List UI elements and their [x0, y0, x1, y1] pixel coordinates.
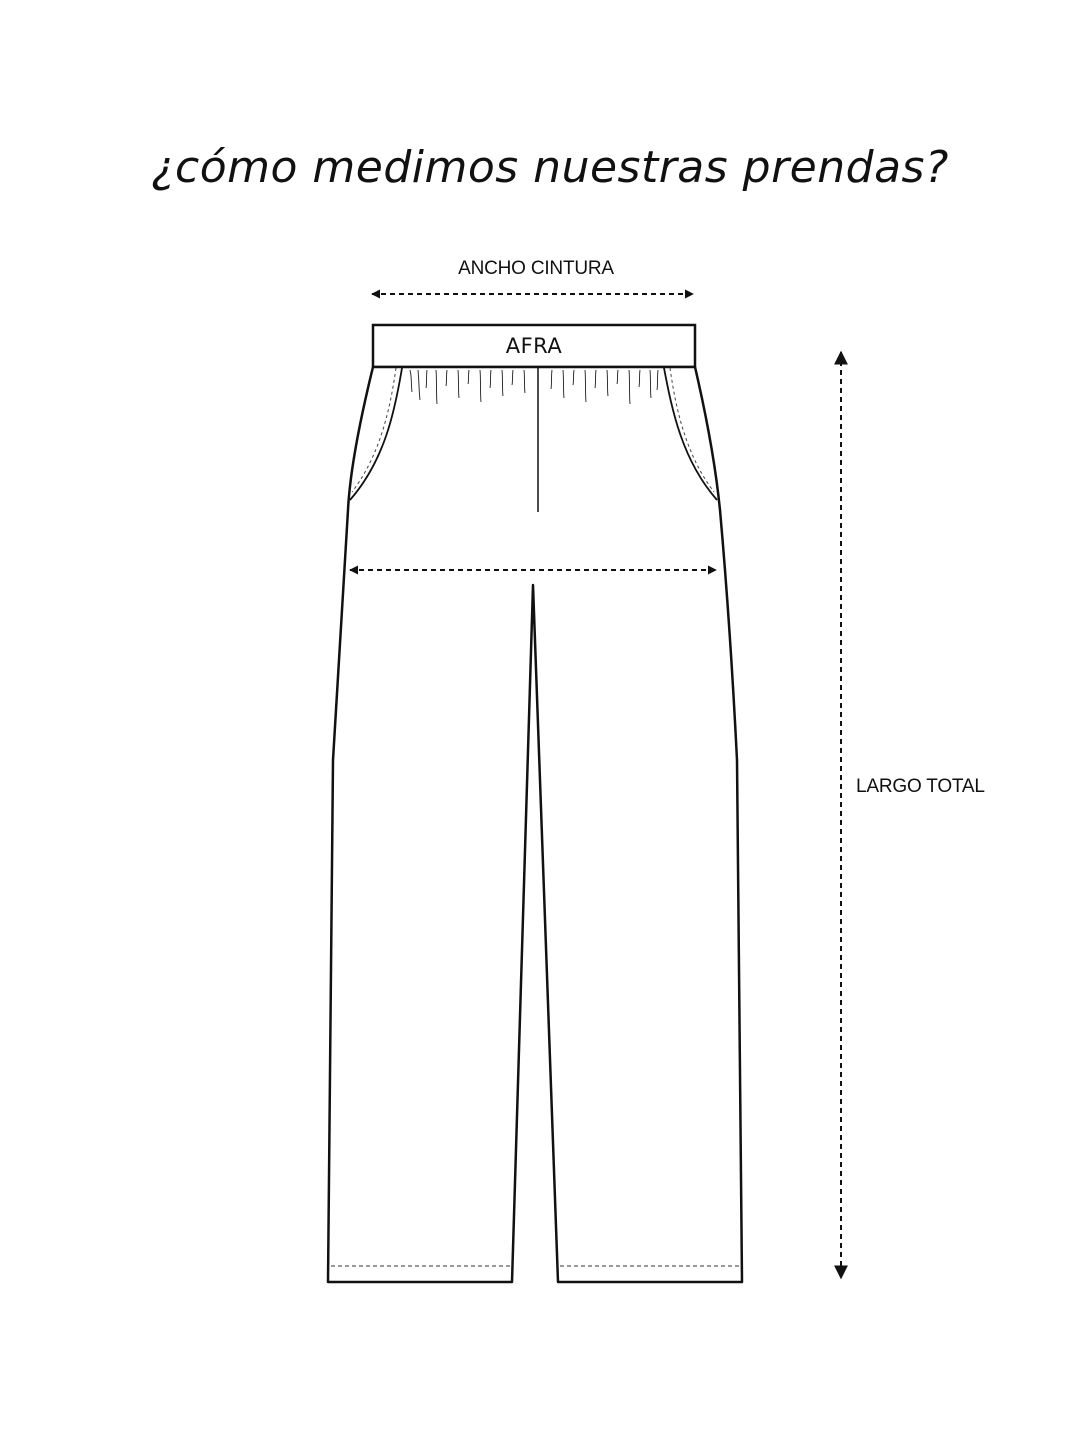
waist-width-label: ANCHO CINTURA: [458, 258, 614, 279]
page-title: ¿cómo medimos nuestras prendas?: [151, 142, 949, 193]
waistband: [371, 323, 697, 369]
pocket-left: [349, 367, 403, 501]
pocket-right-stitch: [669, 367, 715, 493]
gather-marks: [409, 369, 659, 405]
pants-outline: [326, 365, 744, 1284]
pocket-right: [663, 367, 718, 501]
pocket-left-stitch: [351, 367, 397, 493]
total-length-label: LARGO TOTAL: [856, 776, 985, 797]
brand-label: AFRA: [505, 334, 563, 358]
